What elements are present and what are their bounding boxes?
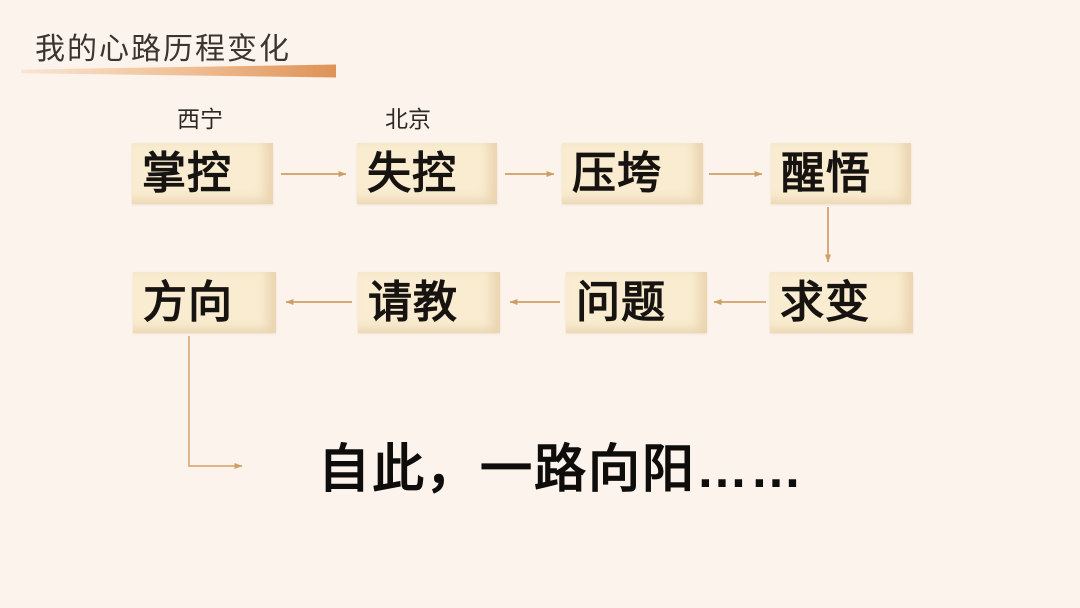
footer-slogan: 自此，一路向阳…… (318, 441, 805, 499)
flow-box-shikong: 失控 (357, 143, 497, 204)
flow-box-xingwu: 醒悟 (771, 143, 911, 204)
city-label-beijing: 北京 (385, 106, 431, 132)
page-title: 我的心路历程变化 (35, 33, 291, 66)
city-label-xining: 西宁 (177, 106, 223, 132)
flow-box-zhangkong: 掌控 (132, 143, 273, 204)
flow-box-qiubian: 求变 (770, 272, 913, 333)
arrow-fangxiang-to-footer (188, 336, 243, 469)
flow-box-yakua: 压垮 (562, 143, 703, 204)
flow-box-wenti: 问题 (566, 272, 707, 333)
flow-box-qingjiao: 请教 (358, 272, 500, 333)
flow-box-fangxiang: 方向 (133, 272, 276, 333)
